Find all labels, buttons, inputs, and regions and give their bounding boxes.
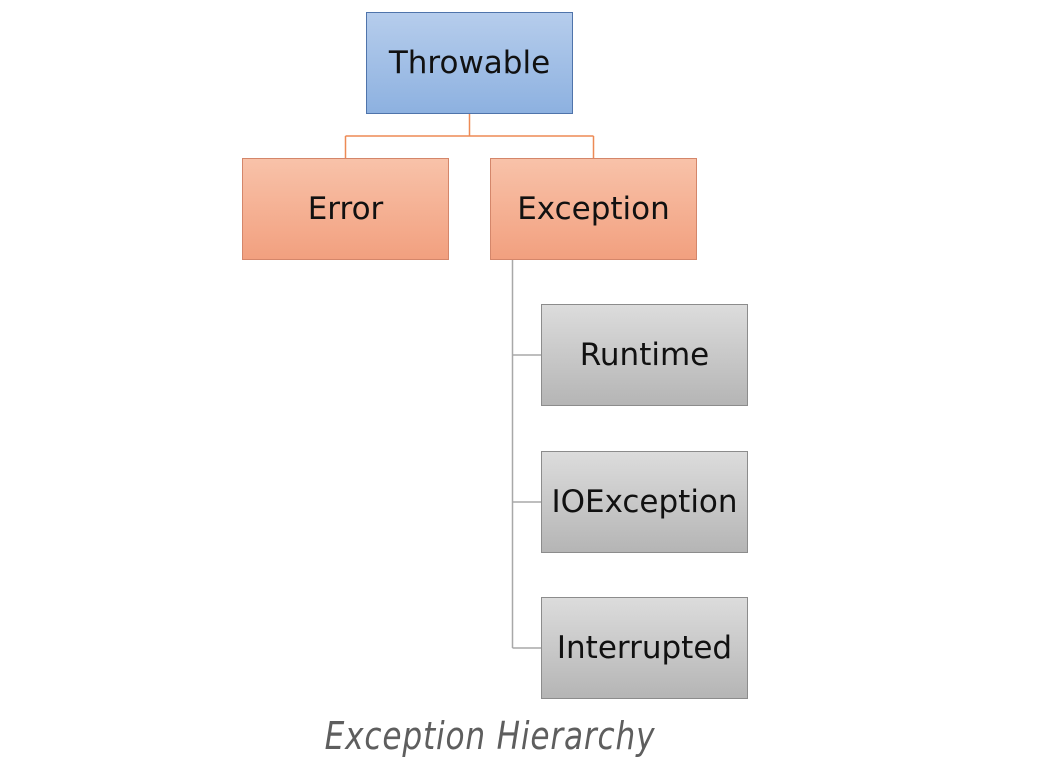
- node-interrupted: Interrupted: [541, 597, 748, 699]
- diagram-caption: Exception Hierarchy: [324, 714, 656, 758]
- edge-throwable-error-exception: [344, 114, 595, 158]
- node-error: Error: [242, 158, 449, 260]
- node-exception: Exception: [490, 158, 697, 260]
- node-runtime: Runtime: [541, 304, 748, 406]
- node-ioexception: IOException: [541, 451, 748, 553]
- node-throwable: Throwable: [366, 12, 573, 114]
